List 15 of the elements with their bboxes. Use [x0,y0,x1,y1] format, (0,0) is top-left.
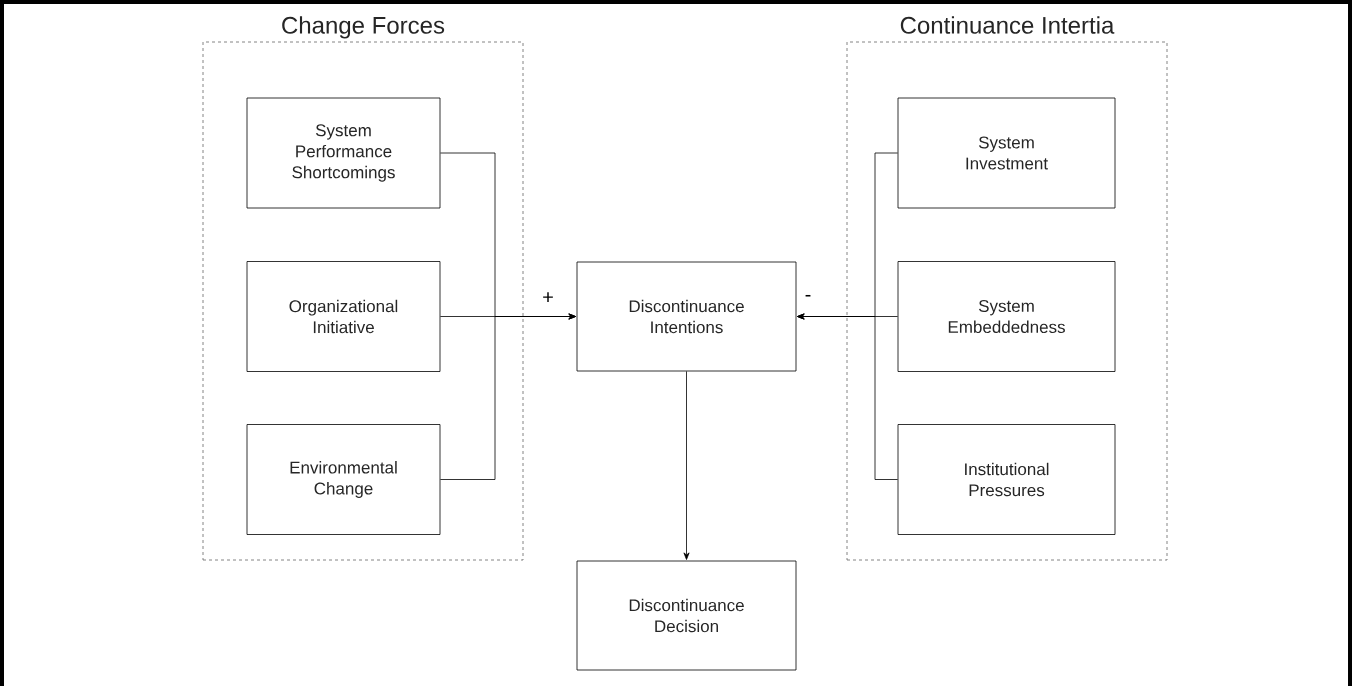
process-box: System Investment [897,97,1116,209]
arrow [683,371,690,560]
process-box: System Performance Shortcomings [246,97,441,209]
process-box: System Embeddedness [897,261,1116,372]
node-label: Continuance Intertia [900,16,1115,34]
edge-label: - [803,293,813,303]
arrow [797,313,898,480]
process-box: Discontinuance Intentions [576,261,797,372]
node-label: Change Forces [282,16,445,39]
process-box: Institutional Pressures [897,424,1116,535]
edge-label: + [541,291,555,305]
process-box: Environmental Change [246,424,441,535]
arrow [440,313,576,480]
process-box: Discontinuance Decision [576,560,797,671]
process-box: Organizational Initiative [246,261,441,372]
